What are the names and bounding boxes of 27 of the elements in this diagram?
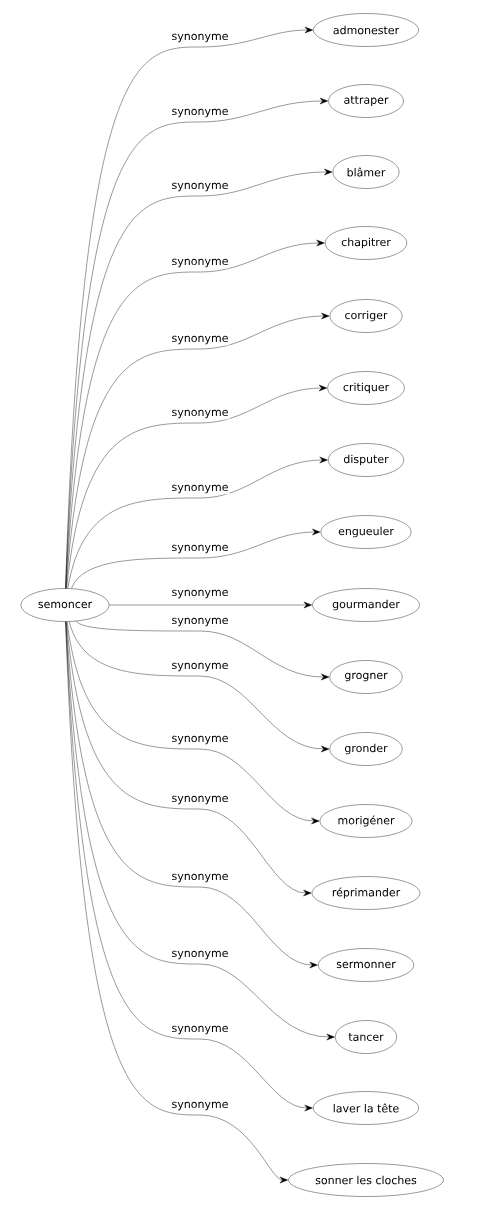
- arrow: [67, 456, 328, 589]
- arrow: [65, 239, 325, 589]
- arrow: [65, 621, 288, 1184]
- arrow: [66, 621, 320, 825]
- edge-label: synonyme: [170, 949, 230, 961]
- edge-label: synonyme: [170, 872, 230, 884]
- edge-label: synonyme: [170, 661, 230, 673]
- edge-label: synonyme: [170, 181, 230, 193]
- edge-label: synonyme: [170, 32, 230, 44]
- edge-label: synonyme: [170, 794, 230, 806]
- edge-label: synonyme: [170, 588, 230, 600]
- edge-label: synonyme: [170, 408, 230, 420]
- arrow: [71, 528, 321, 589]
- edge-label: synonyme: [170, 257, 230, 269]
- edge-label: synonyme: [170, 334, 230, 346]
- arrow: [66, 384, 328, 589]
- edge-label: synonyme: [170, 107, 230, 119]
- arrow: [69, 621, 330, 753]
- edge-label: synonyme: [170, 616, 230, 628]
- edge-label: synonyme: [170, 1100, 230, 1112]
- arrow: [65, 621, 335, 1041]
- edge-label: synonyme: [170, 543, 230, 555]
- edge-label: synonyme: [170, 483, 230, 495]
- arrow: [76, 620, 330, 681]
- edge-label: synonyme: [170, 734, 230, 746]
- edge-label: synonyme: [170, 1024, 230, 1036]
- arrow: [109, 601, 312, 609]
